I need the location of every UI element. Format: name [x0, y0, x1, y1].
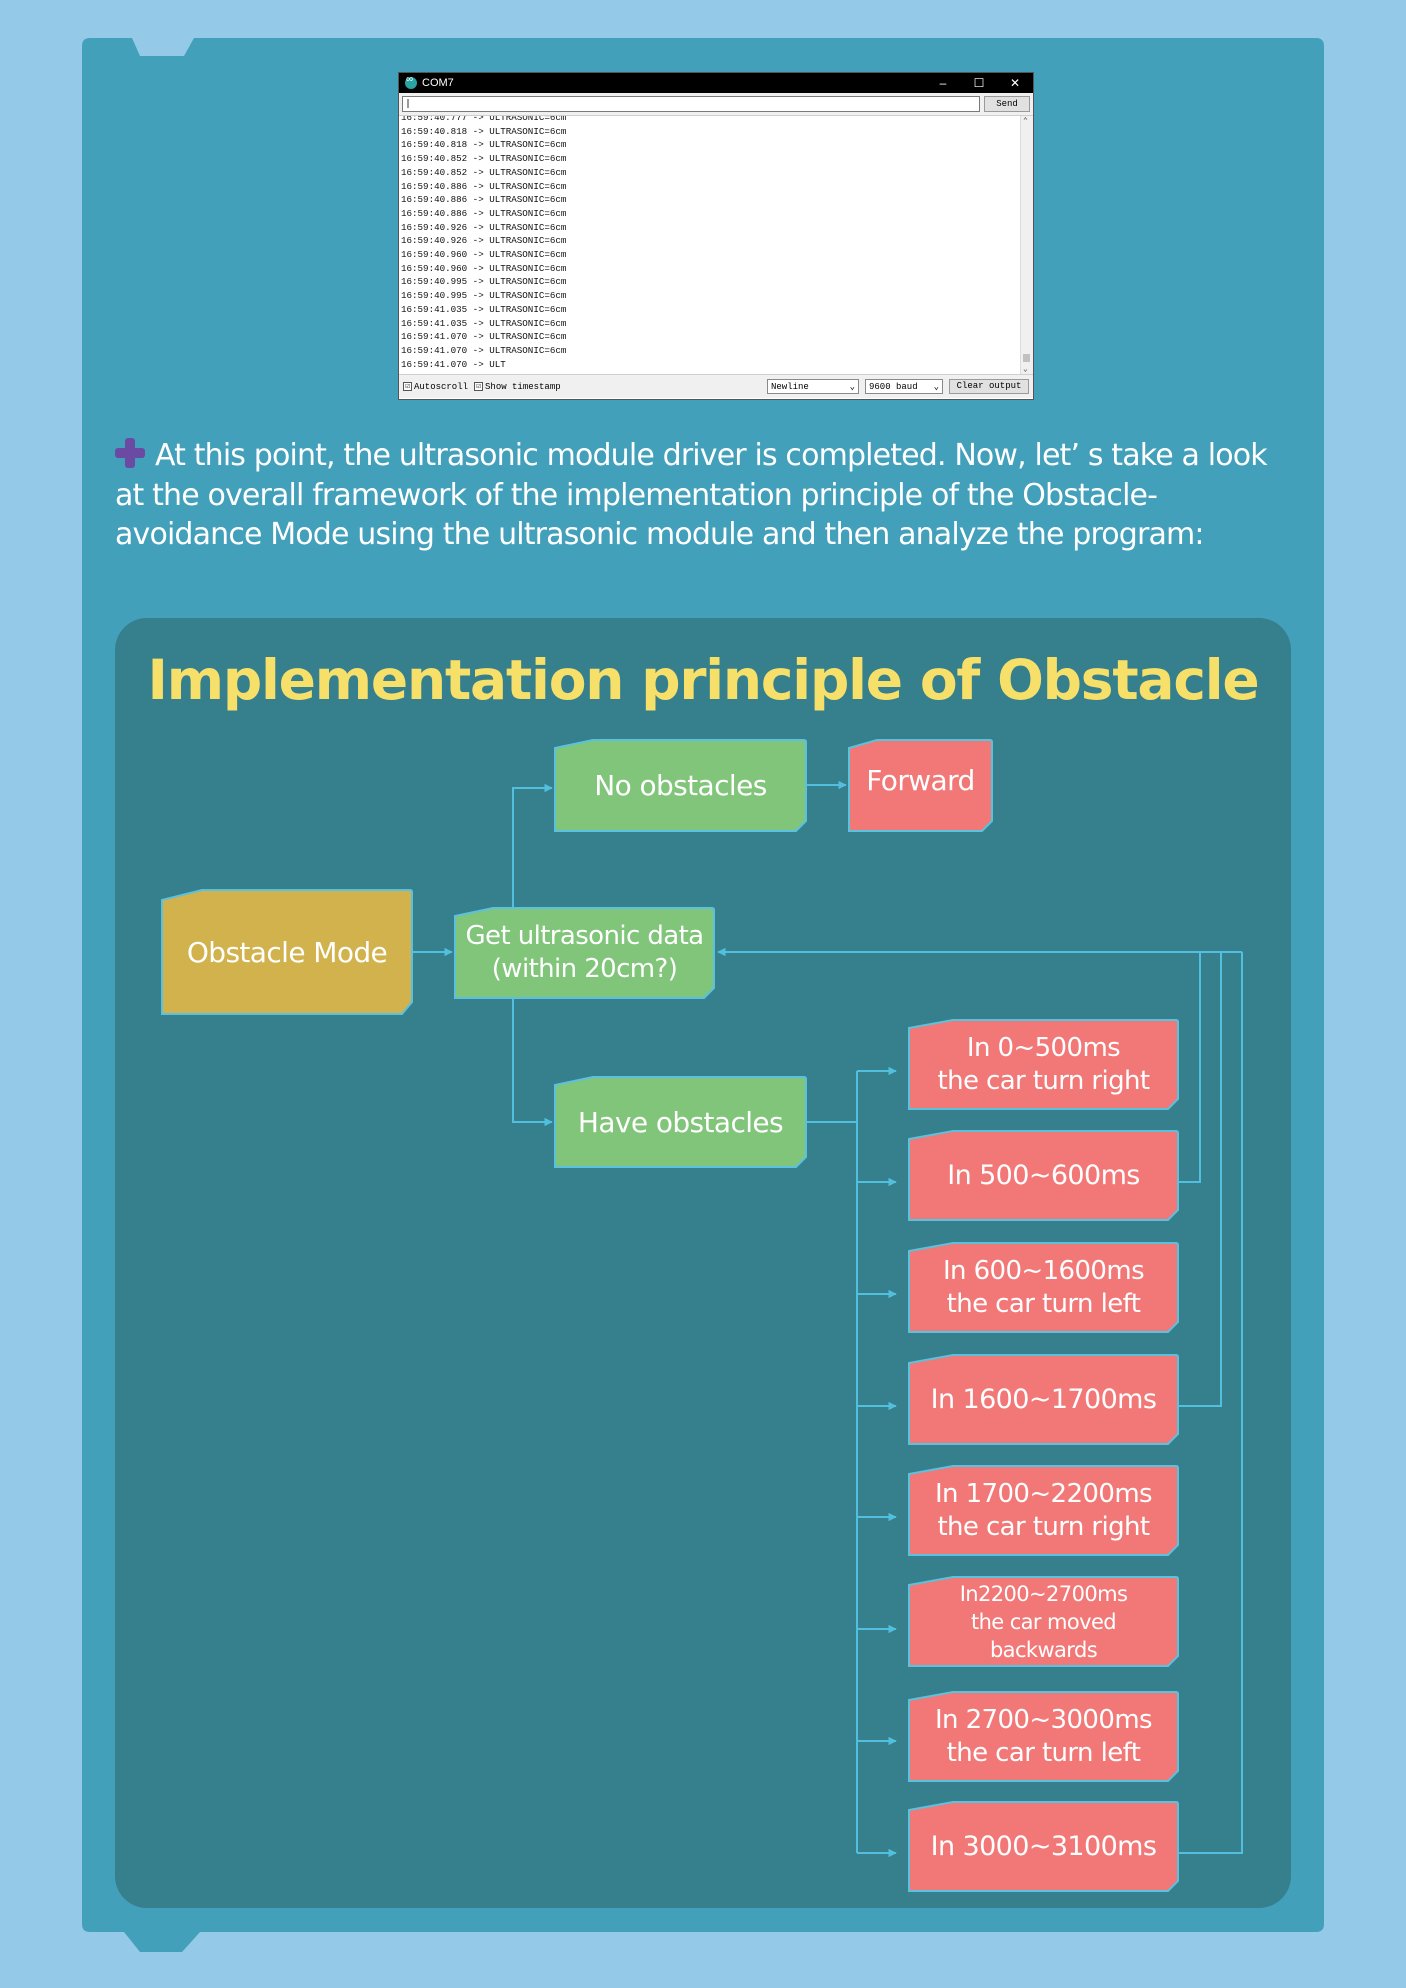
close-button[interactable]: ✕: [1009, 76, 1021, 90]
line-ending-select[interactable]: Newline ⌄: [767, 379, 859, 394]
node-600-1600: In 600~1600ms the car turn left: [942, 1255, 1145, 1319]
autoscroll-label: Autoscroll: [414, 381, 469, 392]
connector-loop-500-600: [1178, 952, 1201, 1183]
node-2200-2700-shape: [908, 1576, 1179, 1667]
node-1700-2200-shape: [908, 1465, 1179, 1556]
log-line: 16:59:40.818 -> ULTRASONIC=6cm: [401, 139, 567, 151]
intro-text: At this point, the ultrasonic module dri…: [115, 438, 1268, 552]
connector-loop-1600-1700: [1178, 952, 1222, 1407]
show-timestamp-label: Show timestamp: [485, 381, 561, 392]
log-line: 16:59:40.926 -> ULTRASONIC=6cm: [401, 221, 567, 233]
connector-get-data-to-no-obstacles: [512, 783, 553, 908]
node-2200-2700: In2200~2700ms the car moved backwards: [959, 1581, 1128, 1662]
chevron-up-icon[interactable]: ⌃: [1023, 117, 1028, 126]
serial-output[interactable]: 16:59:40.777 -> ULTRASONIC=6cm 16:59:40.8…: [399, 116, 1033, 374]
scroll-thumb[interactable]: [1023, 354, 1030, 362]
node-500-600-shape: [908, 1130, 1179, 1221]
window-title: COM7: [422, 77, 454, 89]
log-line: 16:59:40.886 -> ULTRASONIC=6cm: [401, 180, 567, 192]
node-forward-shape: [848, 739, 993, 832]
log-line: 16:59:40.886 -> ULTRASONIC=6cm: [401, 207, 567, 219]
log-line: 16:59:41.070 -> ULTRASONIC=6cm: [401, 344, 567, 356]
checkbox-check-icon: ☑: [403, 382, 412, 391]
node-3000-3100-shape: [908, 1801, 1179, 1892]
serial-log: 16:59:40.777 -> ULTRASONIC=6cm 16:59:40.8…: [401, 116, 566, 371]
chevron-down-icon: ⌄: [849, 381, 855, 392]
log-line: 16:59:40.926 -> ULTRASONIC=6cm: [401, 235, 567, 247]
node-have-obstacles: Have obstacles: [577, 1105, 784, 1139]
node-600-1600-shape: [908, 1242, 1179, 1333]
log-line: 16:59:40.852 -> ULTRASONIC=6cm: [401, 153, 567, 165]
serial-monitor-window: COM7 – ☐ ✕ Send 16:59:40.777 -> ULTRASON…: [398, 72, 1034, 400]
diagram-title: Implementation principle of Obstacle: [147, 648, 1259, 712]
show-timestamp-checkbox[interactable]: ☑ Show timestamp: [474, 382, 561, 392]
serial-statusbar: ☑ Autoscroll ☑ Show timestamp Newline ⌄ …: [399, 374, 1033, 398]
node-0-500: In 0~500ms the car turn right: [937, 1032, 1150, 1096]
checkbox-check-icon: ☑: [474, 382, 484, 391]
log-line: 16:59:40.852 -> ULTRASONIC=6cm: [401, 166, 567, 178]
minimize-button[interactable]: –: [939, 76, 947, 90]
log-line: 16:59:40.960 -> ULTRASONIC=6cm: [401, 262, 567, 274]
node-1600-1700: In 1600~1700ms: [930, 1384, 1157, 1415]
connector-get-data-to-have-obstacles: [512, 998, 553, 1127]
log-line: 16:59:40.886 -> ULTRASONIC=6cm: [401, 194, 567, 206]
autoscroll-checkbox[interactable]: ☑ Autoscroll: [403, 382, 468, 392]
node-obstacle-mode-shape: [161, 889, 413, 1015]
node-1600-1700-shape: [908, 1354, 1179, 1445]
log-line: 16:59:41.070 -> ULTRASONIC=6cm: [401, 331, 567, 343]
node-forward: Forward: [866, 763, 975, 797]
node-500-600: In 500~600ms: [947, 1160, 1140, 1191]
log-line: 16:59:40.960 -> ULTRASONIC=6cm: [401, 249, 567, 261]
intro-paragraph: At this point, the ultrasonic module dri…: [115, 436, 1290, 555]
chevron-down-icon: ⌄: [933, 381, 939, 392]
node-1700-2200: In 1700~2200ms the car turn right: [934, 1478, 1153, 1542]
log-line: 16:59:41.035 -> ULTRASONIC=6cm: [401, 317, 567, 329]
node-3000-3100: In 3000~3100ms: [930, 1831, 1157, 1862]
node-0-500-shape: [908, 1019, 1179, 1110]
log-line: 16:59:41.035 -> ULTRASONIC=6cm: [401, 303, 567, 315]
plus-icon: [115, 438, 145, 468]
scrollbar[interactable]: ⌃ ⌄: [1020, 116, 1033, 374]
node-no-obstacles: No obstacles: [594, 769, 767, 802]
node-2700-3000-shape: [908, 1691, 1179, 1782]
baud-rate-value: 9600 baud: [869, 381, 918, 392]
node-have-obstacles-shape: [554, 1076, 807, 1168]
line-ending-value: Newline: [771, 381, 809, 392]
window-titlebar: COM7 – ☐ ✕: [399, 73, 1033, 93]
node-get-data-shape: [454, 907, 715, 999]
maximize-button[interactable]: ☐: [973, 76, 985, 90]
node-get-data: Get ultrasonic data (within 20cm?): [465, 921, 705, 984]
node-no-obstacles-shape: [554, 739, 807, 832]
node-obstacle-mode: Obstacle Mode: [186, 935, 388, 969]
log-line: 16:59:41.070 -> ULT: [401, 358, 506, 370]
node-2700-3000: In 2700~3000ms the car turn left: [934, 1704, 1153, 1768]
arduino-icon: [405, 74, 417, 89]
baud-rate-select[interactable]: 9600 baud ⌄: [865, 379, 943, 394]
connector-loop-3000-3100: [1178, 952, 1243, 1854]
log-line: 16:59:40.995 -> ULTRASONIC=6cm: [401, 290, 567, 302]
send-bar: Send: [399, 93, 1033, 116]
log-line: 16:59:40.995 -> ULTRASONIC=6cm: [401, 276, 567, 288]
chevron-down-icon[interactable]: ⌄: [1023, 365, 1028, 374]
log-line: 16:59:40.818 -> ULTRASONIC=6cm: [401, 125, 567, 137]
clear-output-button[interactable]: Clear output: [949, 379, 1029, 394]
log-line: 16:59:40.777 -> ULTRASONIC=6cm: [401, 116, 567, 123]
send-button[interactable]: Send: [984, 96, 1030, 112]
send-input[interactable]: [402, 96, 980, 112]
